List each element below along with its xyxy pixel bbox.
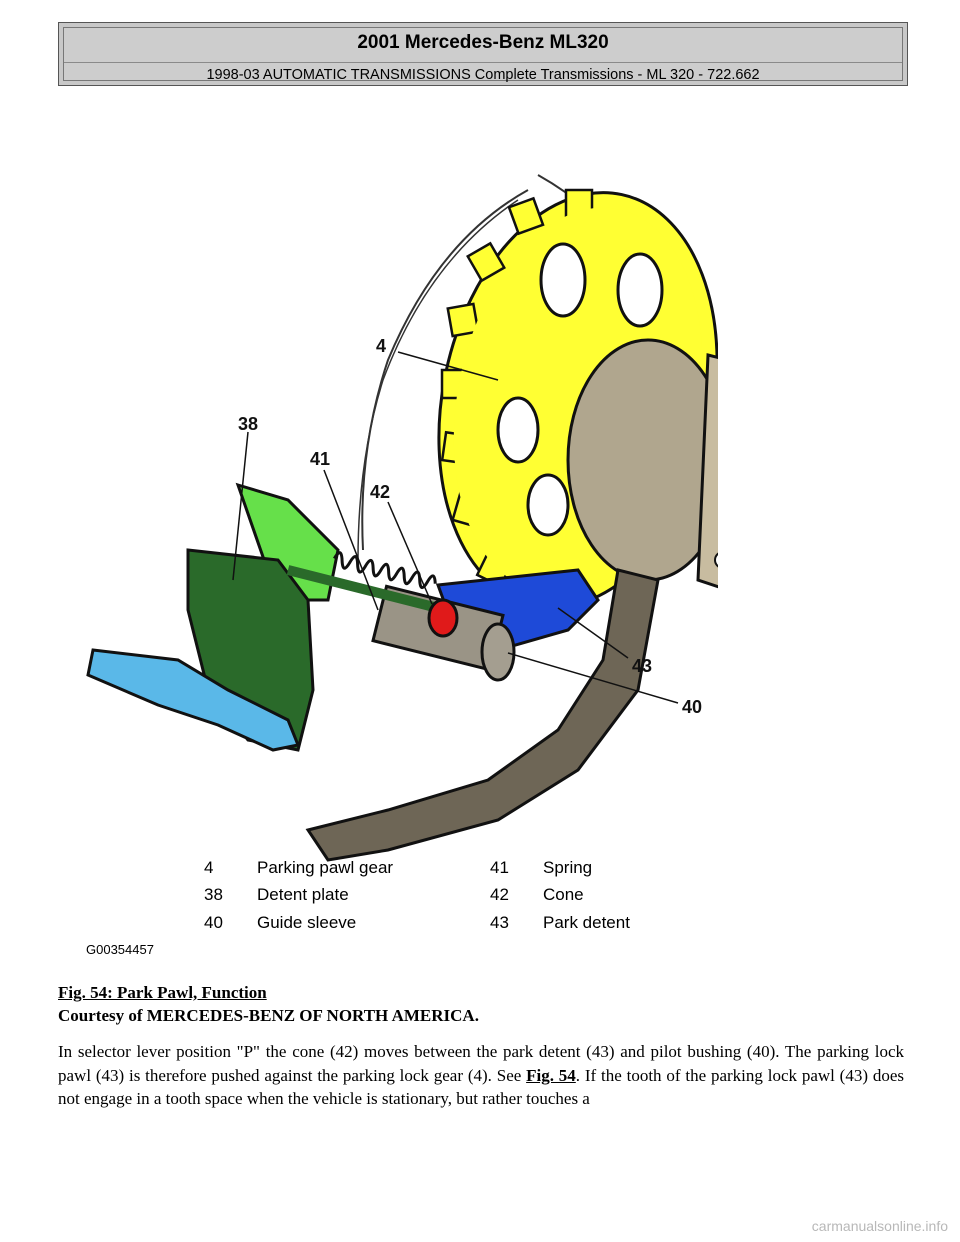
callout-4: 4 (376, 336, 386, 356)
document-subtitle: 1998-03 AUTOMATIC TRANSMISSIONS Complete… (64, 62, 902, 83)
cone (427, 598, 459, 638)
legend-label: Cone (543, 885, 584, 904)
figure-courtesy: Courtesy of MERCEDES-BENZ OF NORTH AMERI… (58, 1006, 479, 1025)
spring (286, 551, 440, 613)
legend-label: Detent plate (257, 885, 349, 904)
legend-number: 38 (204, 885, 223, 904)
legend-number: 41 (490, 858, 509, 877)
legend-number: 42 (490, 885, 509, 904)
legend-label: Guide sleeve (257, 913, 357, 932)
site-watermark: carmanualsonline.info (811, 1218, 948, 1234)
body-text-start: In selector lever position "P" the cone … (58, 1042, 904, 1085)
callout-40: 40 (682, 697, 702, 717)
parking-pawl-gear (437, 188, 718, 609)
figure-link[interactable]: Fig. 54 (526, 1065, 576, 1085)
figure-code: G00354457 (86, 942, 154, 957)
park-pawl-illustration: 4 38 41 42 43 40 (86, 174, 718, 862)
callout-41: 41 (310, 449, 330, 469)
callout-42: 42 (370, 482, 390, 502)
legend-number: 43 (490, 913, 509, 932)
legend-label: Park detent (543, 913, 630, 932)
page-header-frame: 2001 Mercedes-Benz ML320 1998-03 AUTOMAT… (63, 27, 903, 83)
callout-38: 38 (238, 414, 258, 434)
body-paragraph: In selector lever position "P" the cone … (58, 1040, 904, 1110)
callout-43: 43 (632, 656, 652, 676)
legend-label: Parking pawl gear (257, 858, 394, 877)
page-header: 2001 Mercedes-Benz ML320 1998-03 AUTOMAT… (58, 22, 908, 86)
document-title: 2001 Mercedes-Benz ML320 (357, 32, 609, 53)
park-detent-arm (305, 568, 660, 862)
body-text-end: . If the tooth of the parking lock pawl … (58, 1065, 904, 1109)
legend-number: 40 (204, 913, 223, 932)
legend-number: 4 (204, 858, 214, 877)
figure-caption: Fig. 54: Park Pawl, Function (58, 983, 267, 1002)
selector-lever (86, 648, 301, 752)
legend-label: Spring (543, 858, 593, 877)
